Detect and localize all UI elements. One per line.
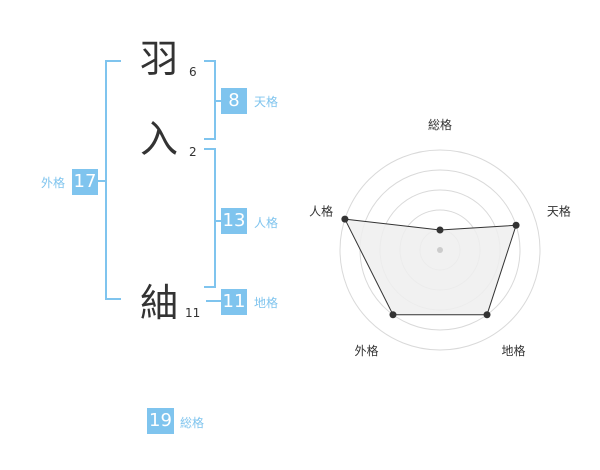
- radar-grid-ring: [339, 149, 541, 351]
- jinkaku-badge: 13: [221, 208, 247, 234]
- radar-data-point: [389, 311, 397, 319]
- stroke-count-2: 2: [189, 145, 197, 159]
- radar-axis-label: 地格: [501, 343, 525, 358]
- gaikaku-value: 17: [73, 171, 97, 192]
- name-char-1: 羽: [140, 37, 179, 81]
- gaikaku-connector: [97, 180, 106, 182]
- jinkaku-bracket: [204, 148, 216, 288]
- radar-axis-label: 総格: [428, 117, 452, 132]
- tenkaku-value: 8: [228, 90, 240, 111]
- radar-data-point: [483, 311, 491, 319]
- chikaku-label: 地格: [254, 296, 279, 310]
- chikaku-connector: [206, 300, 221, 302]
- gaikaku-bracket: [105, 60, 121, 300]
- radar-data-point: [512, 221, 520, 229]
- soukaku-badge: 19: [147, 408, 174, 434]
- soukaku-label: 総格: [180, 416, 205, 430]
- radar-axis-label: 外格: [355, 343, 379, 358]
- radar-center-point: [437, 247, 443, 253]
- jinkaku-connector: [215, 220, 221, 222]
- name-char-3: 紬: [140, 281, 179, 325]
- chikaku-value: 11: [222, 291, 246, 312]
- radar-data-point: [341, 215, 349, 223]
- tenkaku-connector: [215, 100, 221, 102]
- chikaku-badge: 11: [221, 289, 247, 315]
- tenkaku-label: 天格: [254, 95, 279, 109]
- soukaku-value: 19: [149, 410, 172, 431]
- gaikaku-badge: 17: [72, 169, 98, 195]
- radar-data-area: [344, 218, 517, 316]
- radar-data-point: [436, 226, 444, 234]
- stroke-count-1: 6: [189, 65, 197, 79]
- jinkaku-value: 13: [222, 210, 246, 231]
- name-char-2: 入: [140, 117, 179, 161]
- gaikaku-label: 外格: [41, 176, 66, 190]
- tenkaku-badge: 8: [221, 88, 247, 114]
- radar-axis-label: 人格: [309, 203, 333, 218]
- radar-axis-label: 天格: [547, 203, 571, 218]
- stroke-count-3: 11: [185, 306, 201, 320]
- jinkaku-label: 人格: [254, 216, 279, 230]
